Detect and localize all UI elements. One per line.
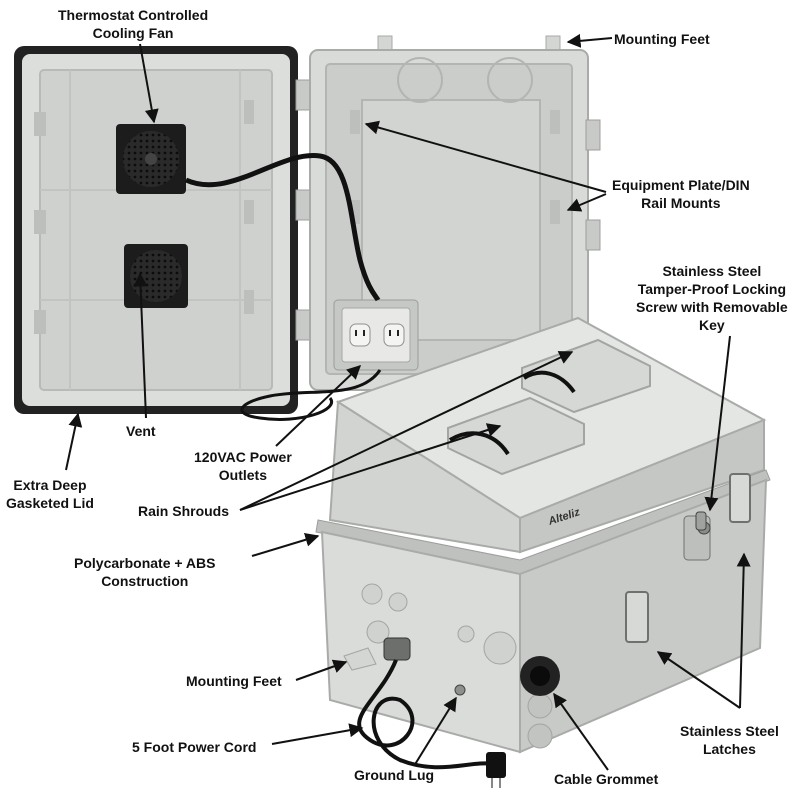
ground-lug: [454, 684, 466, 696]
lid-callout: Extra Deep Gasketed Lid: [6, 477, 94, 511]
outlets-callout: 120VAC Power Outlets: [194, 449, 292, 483]
mounting-feet-bottom-callout: Mounting Feet: [186, 673, 282, 689]
construction-callout: Polycarbonate + ABS Construction: [74, 555, 216, 589]
latches-callout: Stainless Steel Latches: [680, 723, 779, 757]
equipment-plate-callout: Equipment Plate/DIN Rail Mounts: [612, 177, 750, 211]
open-lid: [14, 46, 298, 414]
cooling-fan: [116, 124, 186, 194]
mounting-feet-top-callout: Mounting Feet: [614, 31, 710, 47]
locking-screw: [683, 511, 711, 561]
ground-lug-callout: Ground Lug: [354, 767, 435, 783]
callout-arrows: [65, 33, 751, 771]
power-cord-callout: 5 Foot Power Cord: [132, 739, 257, 755]
power-outlets: [333, 299, 419, 371]
vent: [124, 244, 188, 308]
vent-callout: Vent: [126, 423, 156, 439]
cable-grommet-callout: Cable Grommet: [554, 771, 659, 787]
power-cord: [357, 637, 506, 788]
cable-grommet: [520, 656, 560, 696]
fan-callout: Thermostat Controlled Cooling Fan: [58, 7, 209, 41]
rain-shrouds: [447, 338, 651, 476]
rain-shrouds-callout: Rain Shrouds: [138, 503, 230, 519]
latches: [625, 473, 751, 643]
locking-screw-callout: Stainless Steel Tamper-Proof Locking Scr…: [636, 263, 788, 333]
